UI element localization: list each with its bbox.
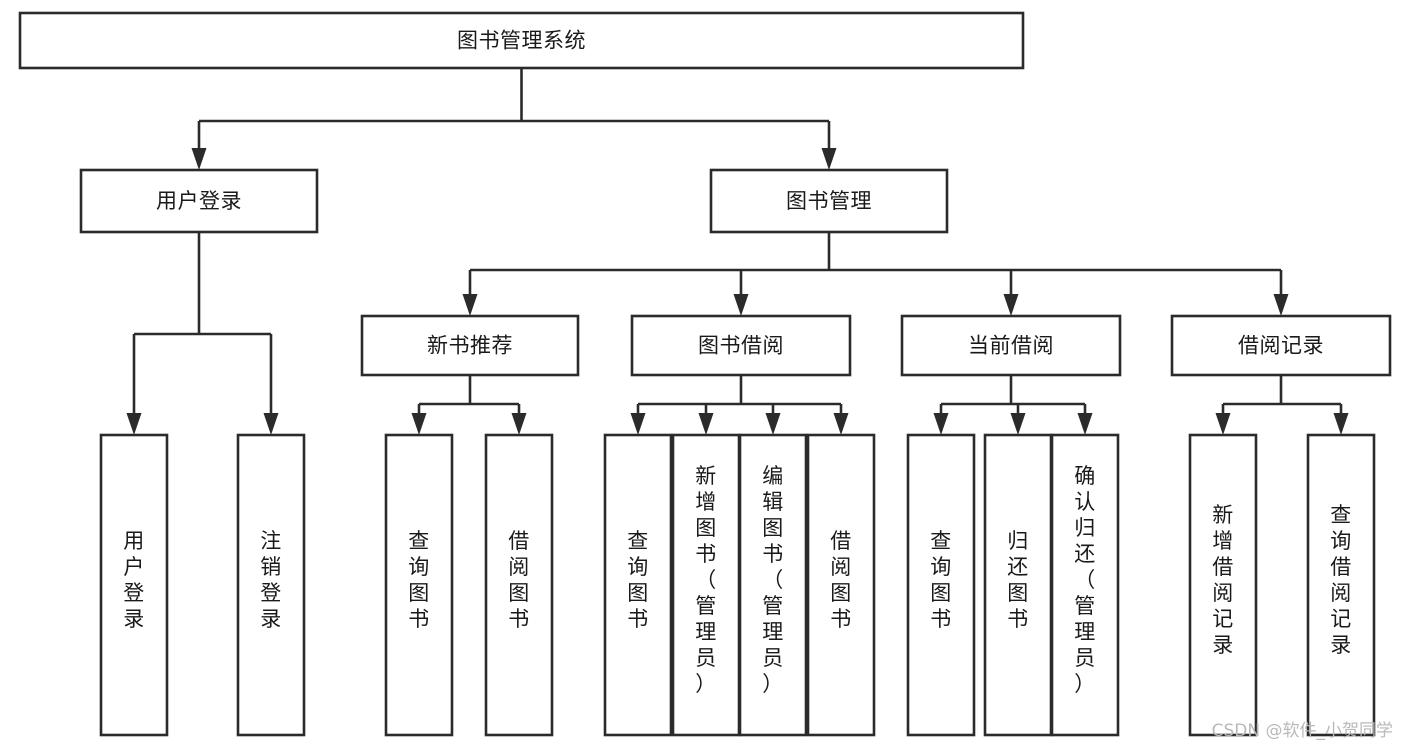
node-user-login[interactable]: 用户登录 bbox=[79, 168, 319, 234]
node-leaf-borrow-book-rec[interactable]: 借阅图书 bbox=[484, 433, 554, 737]
arrow-head-icon bbox=[191, 148, 207, 170]
node-box[interactable] bbox=[738, 433, 808, 737]
connector-layer bbox=[126, 68, 1349, 435]
node-label: 图书管理系统 bbox=[457, 29, 586, 53]
connector-group-borrow-record bbox=[1215, 375, 1349, 435]
node-label: 确认归还（管理员） bbox=[1074, 464, 1096, 696]
node-box[interactable] bbox=[484, 433, 554, 737]
node-leaf-confirm-return[interactable]: 确认归还（管理员） bbox=[1050, 433, 1120, 737]
node-label: 借阅记录 bbox=[1238, 334, 1324, 358]
node-layer: 图书管理系统用户登录图书管理新书推荐图书借阅当前借阅借阅记录用户登录注销登录查询… bbox=[18, 11, 1392, 737]
node-box[interactable] bbox=[79, 168, 319, 234]
connector-group-book-manage bbox=[462, 232, 1289, 316]
node-box[interactable] bbox=[709, 168, 949, 234]
arrow-head-icon bbox=[1333, 413, 1349, 435]
node-label: 用户登录 bbox=[123, 529, 145, 631]
node-borrow-record[interactable]: 借阅记录 bbox=[1170, 314, 1392, 377]
arrow-head-icon bbox=[1077, 413, 1093, 435]
node-box[interactable] bbox=[18, 11, 1025, 70]
node-label: 注销登录 bbox=[260, 529, 282, 631]
connector-group-book-borrow bbox=[630, 375, 849, 435]
node-new-book-recommend[interactable]: 新书推荐 bbox=[360, 314, 580, 377]
node-label: 归还图书 bbox=[1007, 529, 1029, 631]
node-box[interactable] bbox=[806, 433, 876, 737]
node-box[interactable] bbox=[236, 433, 306, 737]
node-leaf-return-book[interactable]: 归还图书 bbox=[983, 433, 1053, 737]
node-box[interactable] bbox=[630, 314, 852, 377]
arrow-head-icon bbox=[126, 413, 142, 435]
node-label: 图书借阅 bbox=[698, 334, 784, 358]
watermark-label: CSDN @软件_小贺同学 bbox=[1211, 721, 1393, 741]
node-label: 查询图书 bbox=[627, 529, 649, 631]
node-leaf-query-book-bor[interactable]: 查询图书 bbox=[603, 433, 673, 737]
arrow-head-icon bbox=[821, 148, 837, 170]
node-current-borrow[interactable]: 当前借阅 bbox=[900, 314, 1122, 377]
node-label: 当前借阅 bbox=[968, 334, 1054, 358]
node-box[interactable] bbox=[1188, 433, 1258, 737]
node-leaf-add-book[interactable]: 新增图书（管理员） bbox=[671, 433, 741, 737]
node-box[interactable] bbox=[906, 433, 976, 737]
arrow-head-icon bbox=[765, 413, 781, 435]
arrow-head-icon bbox=[1273, 294, 1289, 316]
connector-group-new-book-recommend bbox=[411, 375, 527, 435]
arrow-head-icon bbox=[1215, 413, 1231, 435]
node-box[interactable] bbox=[671, 433, 741, 737]
node-label: 图书管理 bbox=[786, 189, 872, 213]
node-leaf-user-logout[interactable]: 注销登录 bbox=[236, 433, 306, 737]
node-label: 查询图书 bbox=[930, 529, 952, 631]
node-label: 新增图书（管理员） bbox=[695, 464, 717, 696]
node-label: 查询图书 bbox=[408, 529, 430, 631]
node-leaf-edit-book[interactable]: 编辑图书（管理员） bbox=[738, 433, 808, 737]
node-label: 新增借阅记录 bbox=[1212, 503, 1234, 657]
arrow-head-icon bbox=[833, 413, 849, 435]
connector-group-current-borrow bbox=[933, 375, 1093, 435]
node-leaf-add-borrow-record[interactable]: 新增借阅记录 bbox=[1188, 433, 1258, 737]
node-label: 借阅图书 bbox=[508, 529, 530, 631]
arrow-head-icon bbox=[1010, 413, 1026, 435]
node-leaf-query-borrow-record[interactable]: 查询借阅记录 bbox=[1306, 433, 1376, 737]
node-box[interactable] bbox=[1306, 433, 1376, 737]
arrow-head-icon bbox=[933, 413, 949, 435]
node-label: 借阅图书 bbox=[830, 529, 852, 631]
node-leaf-query-book-cur[interactable]: 查询图书 bbox=[906, 433, 976, 737]
node-leaf-query-book-rec[interactable]: 查询图书 bbox=[384, 433, 454, 737]
node-book-borrow[interactable]: 图书借阅 bbox=[630, 314, 852, 377]
arrow-head-icon bbox=[1003, 294, 1019, 316]
node-label: 新书推荐 bbox=[427, 334, 513, 358]
arrow-head-icon bbox=[263, 413, 279, 435]
node-box[interactable] bbox=[1170, 314, 1392, 377]
node-leaf-user-login[interactable]: 用户登录 bbox=[99, 433, 169, 737]
node-book-manage[interactable]: 图书管理 bbox=[709, 168, 949, 234]
node-leaf-borrow-book-bor[interactable]: 借阅图书 bbox=[806, 433, 876, 737]
node-box[interactable] bbox=[603, 433, 673, 737]
arrow-head-icon bbox=[511, 413, 527, 435]
node-label: 用户登录 bbox=[156, 189, 242, 213]
node-label: 查询借阅记录 bbox=[1330, 503, 1352, 657]
node-box[interactable] bbox=[384, 433, 454, 737]
arrow-head-icon bbox=[630, 413, 646, 435]
arrow-head-icon bbox=[411, 413, 427, 435]
connector-group-root bbox=[191, 68, 837, 170]
node-root[interactable]: 图书管理系统 bbox=[18, 11, 1025, 70]
node-box[interactable] bbox=[99, 433, 169, 737]
node-box[interactable] bbox=[360, 314, 580, 377]
node-box[interactable] bbox=[1050, 433, 1120, 737]
arrow-head-icon bbox=[698, 413, 714, 435]
node-box[interactable] bbox=[900, 314, 1122, 377]
arrow-head-icon bbox=[462, 294, 478, 316]
arrow-head-icon bbox=[733, 294, 749, 316]
node-label: 编辑图书（管理员） bbox=[762, 464, 784, 696]
connector-group-user-login bbox=[126, 232, 279, 435]
